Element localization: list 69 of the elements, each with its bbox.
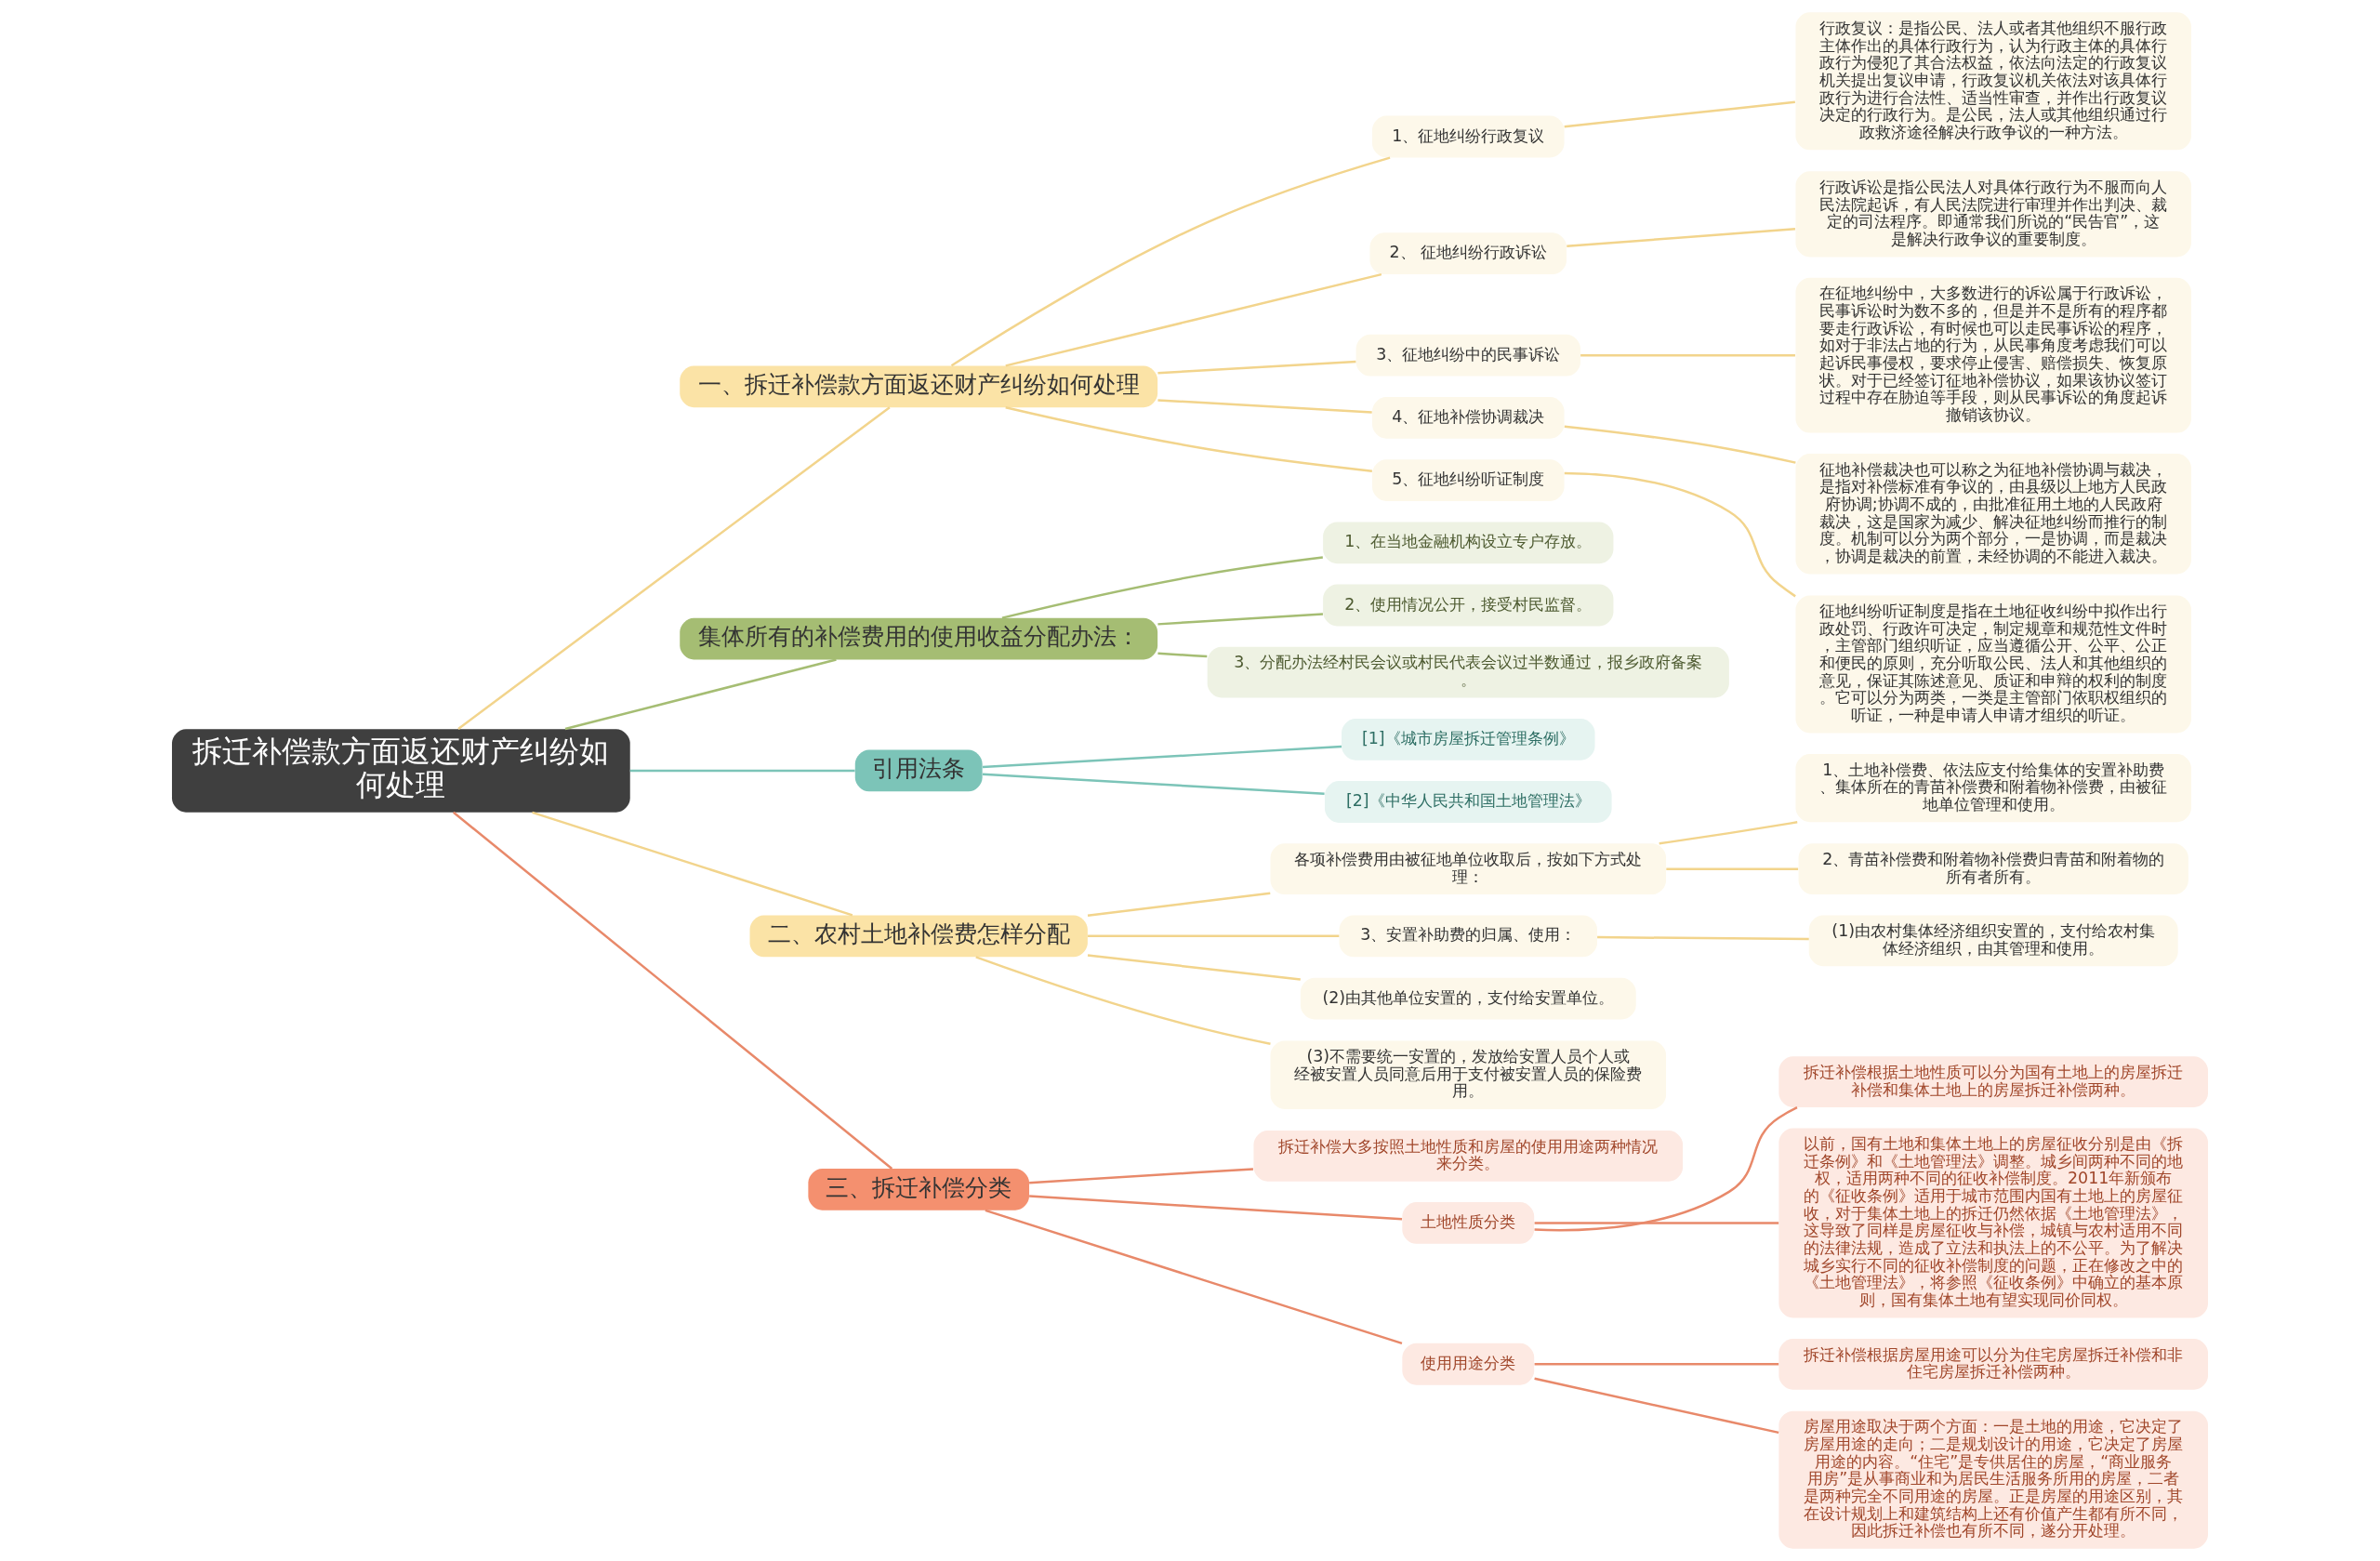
connector — [1029, 1168, 1253, 1184]
node-box: 5、征地纠纷听证制度 — [1372, 459, 1565, 501]
connector — [1564, 100, 1795, 128]
connector — [1029, 1195, 1403, 1221]
node-box: 1、土地补偿费、依法应支付给集体的安置补助费、集体所在的青苗补偿费和附着物补偿费，由被征地单位管理和使用。 — [1795, 753, 2191, 823]
node-box: 土地性质分类 — [1402, 1202, 1535, 1244]
connector — [1005, 406, 1372, 472]
node-box: 2、使用情况公开，接受村民监督。 — [1323, 584, 1614, 627]
connector — [1534, 1377, 1779, 1435]
connector — [1157, 613, 1324, 626]
connector — [1005, 272, 1382, 367]
node-box: [2]《中华人民共和国土地管理法》 — [1324, 781, 1612, 823]
node-box: 集体所有的补偿费用的使用收益分配办法： — [680, 617, 1158, 660]
connector — [1597, 935, 1809, 941]
node-box: (2)由其他单位安置的，支付给安置单位。 — [1300, 977, 1636, 1020]
connector — [1567, 228, 1796, 248]
connector — [1157, 360, 1356, 375]
connector — [453, 811, 893, 1170]
node-box: 三、拆迁补偿分类 — [808, 1169, 1030, 1210]
connector — [1157, 399, 1372, 414]
connector — [1087, 954, 1301, 981]
connector — [532, 811, 853, 917]
node-box: 3、安置补助费的归属、使用： — [1339, 915, 1597, 958]
node-box: 行政复议：是指公民、法人或者其他组织不服行政主体作出的具体行政行为，认为行政主体的具体行政行为侵犯了其合法权益，依法向法定的行政复议机关提出复议申请，行政复议机关依法对该具体行政行为进行合法性、适当性审查，并作出行政复议决定的行政行为。是公民，法人或其他组织通过行政救济途径解决行政争议的一种方法。 — [1795, 12, 2191, 151]
node-box: 二、农村土地补偿费怎样分配 — [749, 915, 1088, 958]
node-box: 2、 征地纠纷行政诉讼 — [1369, 232, 1567, 275]
node-box: 在征地纠纷中，大多数进行的诉讼属于行政诉讼，民事诉讼时为数不多的，但是并不是所有的程序都要走行政诉讼，有时候也可以走民事诉讼的程序，如对于非法占地的行为，从民事角度考虑我们可以起诉民事侵权，要求停止侵害、赔偿损失、恢复原状。对于已经签订征地补偿协议，如果该协议签订过程中存在胁迫等手段，则从民事诉讼的角度起诉撤销该协议。 — [1795, 277, 2191, 433]
connector — [1088, 934, 1340, 938]
connector — [1534, 1363, 1779, 1366]
connector — [1534, 1106, 1798, 1232]
connector — [1001, 556, 1323, 619]
connector — [1534, 1222, 1779, 1224]
connector — [950, 156, 1391, 367]
connector — [457, 406, 891, 730]
node-box: 使用用途分类 — [1402, 1343, 1535, 1385]
node-box: 行政诉讼是指公民法人对具体行政行为不服而向人民法院起诉，有人民法院进行审理并作出判决、裁定的司法程序。即通常我们所说的“民告官”，这是解决行政争议的重要制度。 — [1795, 171, 2191, 258]
connector — [982, 745, 1342, 769]
node-box: 2、青苗补偿费和附着物补偿费归青苗和附着物的所有者所有。 — [1798, 843, 2188, 895]
connector — [629, 769, 855, 773]
connector — [564, 658, 837, 731]
connector — [982, 773, 1325, 795]
connector — [1564, 471, 1796, 598]
node-box: 3、征地纠纷中的民事诉讼 — [1355, 334, 1580, 377]
node-box: [1]《城市房屋拆迁管理条例》 — [1342, 718, 1595, 761]
node-box: 征地纠纷听证制度是指在土地征收纠纷中拟作出行政处罚、行政许可决定，制定规章和规范性文件时，主管部门组织听证，应当遵循公开、公平、公正和便民的原则，充分听取公民、法人和其他组织的意见，保证其陈述意见、质证和申辩的权利的制度。它可以分为两类，一类是主管部门依职权组织的听证，一种是申请人申请才组织的听证。 — [1795, 595, 2191, 734]
connector — [975, 956, 1271, 1045]
node-box: 拆迁补偿根据土地性质可以分为国有土地上的房屋拆迁补偿和集体土地上的房屋拆迁补偿两种。 — [1778, 1056, 2208, 1108]
node-box: 征地补偿裁决也可以称之为征地补偿协调与裁决，是指对补偿标准有争议的，由县级以上地方人民政府协调;协调不成的，由批准征用土地的人民政府裁决，这是国家为减少、解决征地纠纷而推行的制度。机制可以分为两个部分，一是协调，而是裁决，协调是裁决的前置，未经协调的不能进入裁决。 — [1795, 453, 2191, 575]
connector — [1666, 867, 1799, 870]
connector — [1564, 425, 1796, 464]
connector — [1157, 652, 1208, 658]
node-box: 房屋用途取决于两个方面：一是土地的用途，它决定了房屋用途的走向；二是规划设计的用途，它决定了房屋用途的内容。“住宅”是专供居住的房屋，“商业服务用房”是从事商业和为居民生活服务所用的房屋，二者是两种完全不同用途的房屋。正是房屋的用途区别，其在设计规划上和建筑结构上还有价值产生都有所不同，因此拆迁补偿也有所不同，遂分开处理。 — [1778, 1410, 2208, 1549]
connector — [1659, 821, 1798, 845]
node-box: (3)不需要统一安置的，发放给安置人员个人或经被安置人员同意后用于支付被安置人员的保险费用。 — [1270, 1040, 1667, 1109]
node-box: 拆迁补偿款方面返还财产纠纷如何处理 — [172, 729, 630, 813]
connector — [1580, 353, 1795, 357]
connector — [1087, 892, 1271, 917]
node-box: 1、征地纠纷行政复议 — [1372, 115, 1565, 158]
connector — [985, 1209, 1403, 1345]
node-box: 4、征地补偿协调裁决 — [1372, 397, 1565, 439]
node-box: 引用法条 — [854, 749, 983, 792]
node-box: 1、在当地金融机构设立专户存放。 — [1323, 522, 1614, 564]
node-box: 拆迁补偿大多按照土地性质和房屋的使用用途两种情况来分类。 — [1253, 1130, 1684, 1182]
node-box: 3、分配办法经村民会议或村民代表会议过半数通过，报乡政府备案。 — [1207, 646, 1729, 698]
node-box: 各项补偿费用由被征地单位收取后，按如下方式处理： — [1270, 843, 1667, 895]
node-box: 一、拆迁补偿款方面返还财产纠纷如何处理 — [680, 365, 1158, 408]
node-box: 拆迁补偿根据房屋用途可以分为住宅房屋拆迁补偿和非住宅房屋拆迁补偿两种。 — [1778, 1338, 2208, 1390]
node-box: 以前，国有土地和集体土地上的房屋征收分别是由《拆迁条例》和《土地管理法》调整。城乡间两种不同的地权，适用两种不同的征收补偿制度。2011年新颁布的《征收条例》适用于城市范围内国有土地上的房屋征收，对于集体土地上的拆迁仍然依据《土地管理法》，这导致了同样是房屋征收与补偿，城镇与农村适用不同的法律法规，造成了立法和执法上的不公平。为了解决城乡实行不同的征收补偿制度的问题，正在修改之中的《土地管理法》，将参照《征收条例》中确立的基本原则，国有集体土地有望实现同价同权。 — [1778, 1128, 2208, 1318]
node-box: (1)由农村集体经济组织安置的，支付给农村集体经济组织，由其管理和使用。 — [1808, 915, 2178, 967]
